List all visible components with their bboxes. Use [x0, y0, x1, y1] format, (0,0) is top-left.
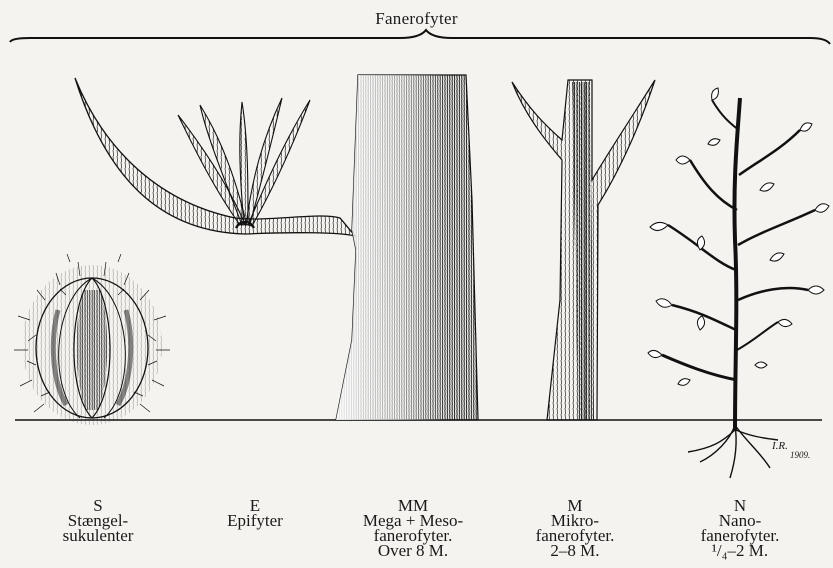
caption-line: Epifyter	[227, 513, 283, 528]
artist-year: 1909.	[790, 450, 810, 460]
caption-line: Over 8 M.	[363, 543, 463, 558]
caption-line: sukulenter	[63, 528, 134, 543]
artist-initials: I.R.	[772, 440, 788, 452]
small-tree-drawing	[512, 80, 655, 420]
caption-stem-succulents: S Stængel- sukulenter	[63, 498, 134, 543]
caption-epiphytes: E Epifyter	[227, 498, 283, 528]
caption-mega-meso: MM Mega + Meso- fanerofyter. Over 8 M.	[363, 498, 463, 558]
caption-micro: M Mikro- fanerofyter. 2–8 M.	[536, 498, 615, 558]
caption-line: 2–8 M.	[536, 543, 615, 558]
cactus-drawing	[14, 254, 170, 425]
caption-line: ¹/₄–2 M.	[701, 543, 780, 558]
caption-nano: N Nano- fanerofyter. ¹/₄–2 M.	[701, 498, 780, 558]
title-brace	[10, 30, 830, 44]
